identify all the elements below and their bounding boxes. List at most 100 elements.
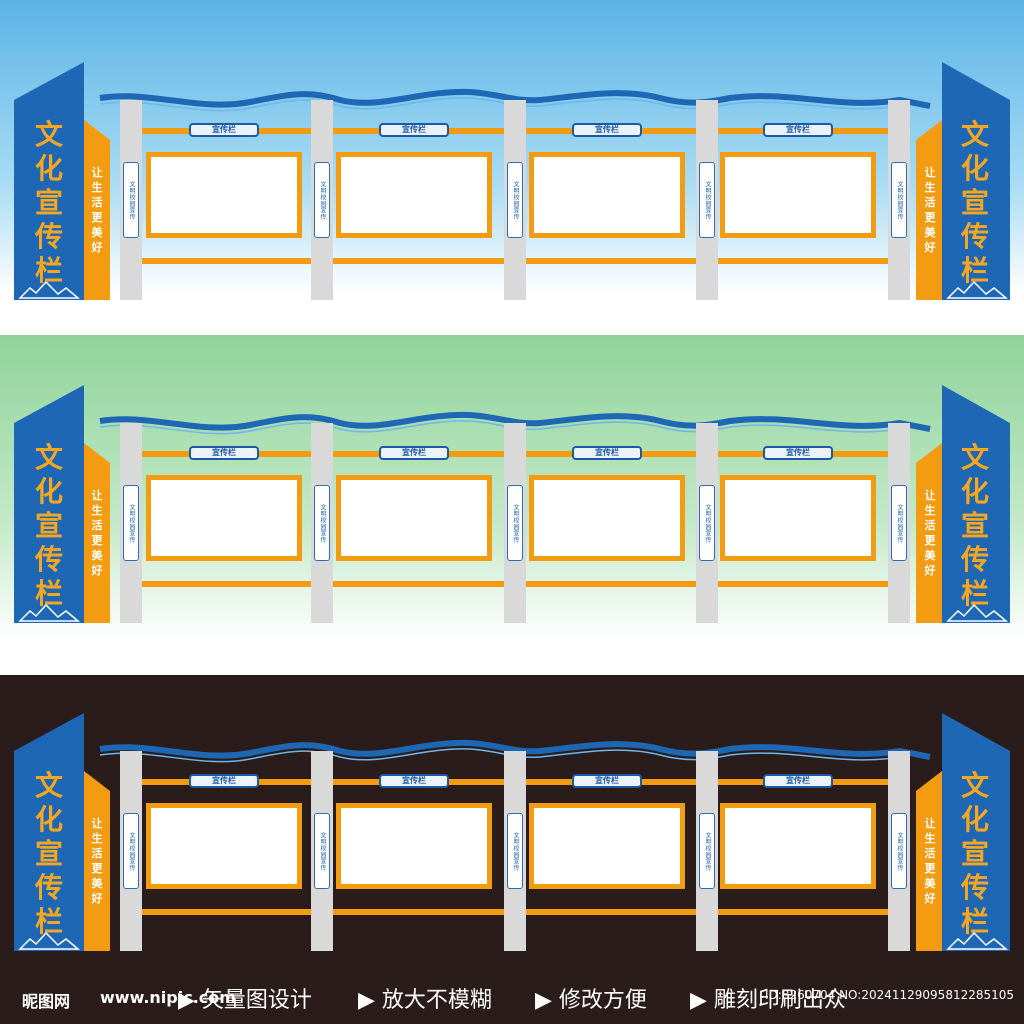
wave-roof — [99, 88, 931, 109]
display-panel — [146, 803, 302, 889]
post-label: 文明校园宣传 — [123, 162, 139, 238]
left-blue-pillar — [14, 385, 84, 623]
sign-structure-graphic — [14, 385, 1010, 623]
post-label: 文明校园宣传 — [507, 162, 523, 238]
display-panel — [146, 475, 302, 561]
support-post: 文明校园宣传 — [311, 751, 333, 951]
support-post: 文明校园宣传 — [696, 100, 718, 300]
left-blue-pillar — [14, 713, 84, 951]
support-post: 文明校园宣传 — [696, 751, 718, 951]
left-side-title: 文化宣传栏 — [34, 769, 63, 938]
post-label: 文明校园宣传 — [891, 162, 907, 238]
support-post: 文明校园宣传 — [504, 100, 526, 300]
support-post: 文明校园宣传 — [888, 423, 910, 623]
post-label: 文明校园宣传 — [123, 485, 139, 561]
panel-tag: 宣传栏 — [763, 774, 833, 788]
site-url: www.nipic.com — [100, 988, 236, 1007]
feature-1: ▶ 矢量图设计 — [178, 988, 312, 1013]
panel-tag: 宣传栏 — [379, 123, 449, 137]
display-panel — [529, 475, 685, 561]
right-blue-pillar — [942, 713, 1010, 951]
display-panel — [720, 475, 876, 561]
scene-dark-background: 文明校园宣传 文明校园宣传 文明校园宣传 文明校园宣传 文明校园宣传 宣传栏 宣传栏 宣传栏 宣… — [0, 675, 1024, 1024]
right-side-slogan: 让生活更美好 — [924, 166, 936, 254]
right-side-slogan: 让生活更美好 — [924, 489, 936, 577]
support-post: 文明校园宣传 — [120, 100, 142, 300]
left-orange-pillar — [84, 771, 110, 951]
display-panel — [720, 152, 876, 238]
support-post: 文明校园宣传 — [311, 100, 333, 300]
panel-tag: 宣传栏 — [379, 774, 449, 788]
image-id: ID:8260704 NO:20241129095812285105 — [765, 988, 1015, 1002]
right-orange-pillar — [916, 443, 942, 623]
panel-tag: 宣传栏 — [572, 774, 642, 788]
sign-illustration: 文明校园宣传 文明校园宣传 文明校园宣传 文明校园宣传 文明校园宣传 宣传栏 宣传栏 宣传栏 宣… — [0, 711, 1024, 961]
support-post: 文明校园宣传 — [120, 751, 142, 951]
right-blue-pillar — [942, 62, 1010, 300]
display-panel — [720, 803, 876, 889]
post-label: 文明校园宣传 — [507, 485, 523, 561]
post-label: 文明校园宣传 — [699, 162, 715, 238]
watermark-footer: 昵图网 www.nipic.com ▶ 矢量图设计 ▶ 放大不模糊 ▶ 修改方便… — [0, 972, 1024, 1024]
panel-tag: 宣传栏 — [763, 123, 833, 137]
support-post: 文明校园宣传 — [504, 751, 526, 951]
panel-tag: 宣传栏 — [189, 774, 259, 788]
feature-4: ▶ 雕刻印刷出众 — [690, 988, 846, 1013]
panel-tag: 宣传栏 — [763, 446, 833, 460]
right-orange-pillar — [916, 120, 942, 300]
right-side-title: 文化宣传栏 — [960, 441, 989, 610]
left-side-title: 文化宣传栏 — [34, 118, 63, 287]
support-post: 文明校园宣传 — [888, 100, 910, 300]
support-post: 文明校园宣传 — [120, 423, 142, 623]
right-side-title: 文化宣传栏 — [960, 769, 989, 938]
post-label: 文明校园宣传 — [123, 813, 139, 889]
right-side-title: 文化宣传栏 — [960, 118, 989, 287]
display-panel — [529, 152, 685, 238]
mountain-right-icon — [946, 931, 1009, 950]
mountain-left-icon — [18, 280, 81, 299]
wave-roof — [99, 411, 931, 432]
post-label: 文明校园宣传 — [314, 813, 330, 889]
sign-illustration: 文明校园宣传 文明校园宣传 文明校园宣传 文明校园宣传 文明校园宣传 宣传栏 宣传栏 宣传栏 宣… — [0, 60, 1024, 310]
post-label: 文明校园宣传 — [891, 485, 907, 561]
scene-green-background: 文明校园宣传 文明校园宣传 文明校园宣传 文明校园宣传 文明校园宣传 宣传栏 宣传栏 宣传栏 宣… — [0, 335, 1024, 675]
right-side-slogan: 让生活更美好 — [924, 817, 936, 905]
mountain-left-icon — [18, 603, 81, 622]
left-side-slogan: 让生活更美好 — [91, 817, 103, 905]
support-post: 文明校园宣传 — [311, 423, 333, 623]
panel-tag: 宣传栏 — [189, 446, 259, 460]
left-blue-pillar — [14, 62, 84, 300]
feature-3: ▶ 修改方便 — [535, 988, 647, 1013]
sign-illustration: 文明校园宣传 文明校园宣传 文明校园宣传 文明校园宣传 文明校园宣传 宣传栏 宣传栏 宣传栏 宣… — [0, 383, 1024, 633]
support-post: 文明校园宣传 — [696, 423, 718, 623]
right-orange-pillar — [916, 771, 942, 951]
mountain-left-icon — [18, 931, 81, 950]
panel-tag: 宣传栏 — [189, 123, 259, 137]
panel-tag: 宣传栏 — [572, 123, 642, 137]
panel-tag: 宣传栏 — [379, 446, 449, 460]
post-label: 文明校园宣传 — [699, 813, 715, 889]
mountain-right-icon — [946, 603, 1009, 622]
support-post: 文明校园宣传 — [888, 751, 910, 951]
display-panel — [529, 803, 685, 889]
post-label: 文明校园宣传 — [314, 162, 330, 238]
feature-2: ▶ 放大不模糊 — [358, 988, 492, 1013]
display-panel — [336, 803, 492, 889]
left-orange-pillar — [84, 120, 110, 300]
left-orange-pillar — [84, 443, 110, 623]
left-side-slogan: 让生活更美好 — [91, 166, 103, 254]
support-post: 文明校园宣传 — [504, 423, 526, 623]
post-label: 文明校园宣传 — [699, 485, 715, 561]
display-panel — [336, 152, 492, 238]
left-side-slogan: 让生活更美好 — [91, 489, 103, 577]
display-panel — [336, 475, 492, 561]
panel-tag: 宣传栏 — [572, 446, 642, 460]
post-label: 文明校园宣传 — [507, 813, 523, 889]
mountain-right-icon — [946, 280, 1009, 299]
left-side-title: 文化宣传栏 — [34, 441, 63, 610]
wave-roof — [99, 739, 931, 760]
post-label: 文明校园宣传 — [891, 813, 907, 889]
site-logo: 昵图网 — [22, 992, 71, 1011]
scene-blue-background: 文明校园宣传 文明校园宣传 文明校园宣传 文明校园宣传 文明校园宣传 宣传栏 宣传栏 宣传栏 宣… — [0, 0, 1024, 335]
sign-structure-graphic — [14, 713, 1010, 951]
